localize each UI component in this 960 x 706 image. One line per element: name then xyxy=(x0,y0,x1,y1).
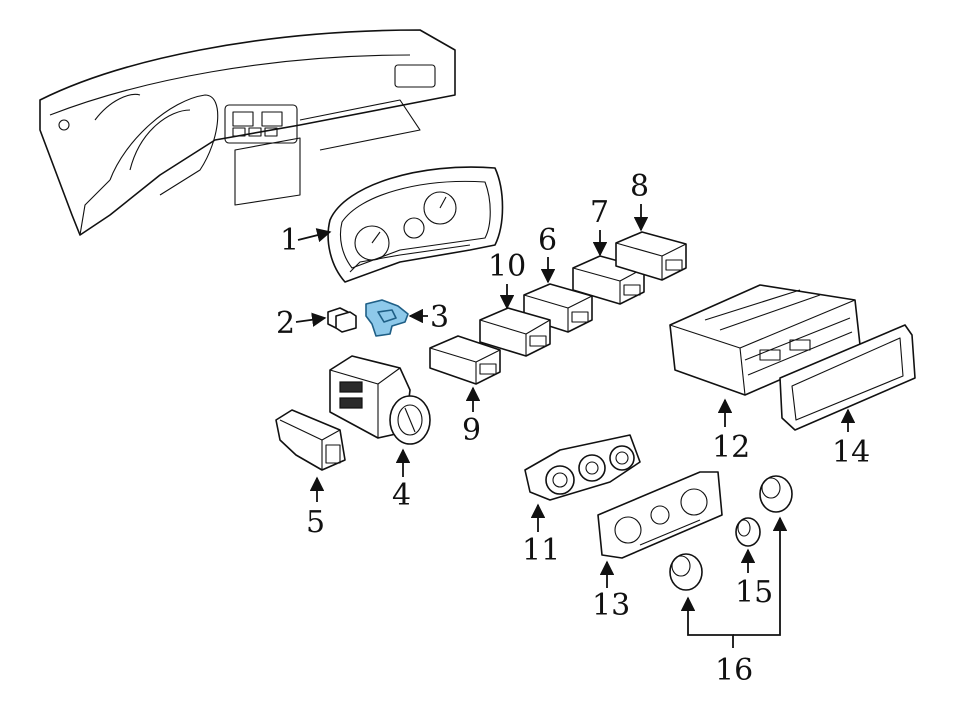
callout-12: 12 xyxy=(712,398,750,465)
callout-label-4: 4 xyxy=(392,478,411,513)
callout-14: 14 xyxy=(832,408,870,470)
callout-3: 3 xyxy=(408,300,449,335)
callout-arrow-2 xyxy=(295,312,327,327)
part-4-headlight-switch[interactable] xyxy=(329,355,431,445)
callout-label-9: 9 xyxy=(462,413,481,448)
callout-9: 9 xyxy=(462,386,481,448)
callout-8: 8 xyxy=(630,169,649,232)
dashboard-illustration xyxy=(39,29,456,236)
part-15-small-knob[interactable] xyxy=(735,517,761,547)
callout-label-2: 2 xyxy=(276,306,295,341)
callout-label-15: 15 xyxy=(735,575,773,610)
callout-10: 10 xyxy=(488,249,526,310)
callout-16: 16 xyxy=(680,516,788,688)
callout-label-13: 13 xyxy=(592,588,630,623)
callout-arrow-1 xyxy=(297,228,332,243)
part-2-connector[interactable] xyxy=(327,307,357,333)
part-11-control-panel[interactable] xyxy=(524,434,641,501)
callout-label-11: 11 xyxy=(522,533,560,568)
callout-label-5: 5 xyxy=(306,505,325,540)
callout-15: 15 xyxy=(735,548,773,610)
callout-label-7: 7 xyxy=(590,195,609,230)
callout-2: 2 xyxy=(276,306,327,341)
callout-5: 5 xyxy=(306,476,325,540)
callout-label-10: 10 xyxy=(488,249,526,284)
part-8-switch[interactable] xyxy=(615,231,687,281)
callout-4: 4 xyxy=(392,448,411,513)
callout-6: 6 xyxy=(538,223,557,284)
part-3-sensor-highlighted[interactable] xyxy=(365,299,409,337)
callout-13: 13 xyxy=(592,560,630,623)
callout-label-8: 8 xyxy=(630,169,649,204)
callout-1: 1 xyxy=(280,223,332,258)
callout-label-12: 12 xyxy=(712,430,750,465)
callout-11: 11 xyxy=(522,503,560,568)
callout-label-3: 3 xyxy=(430,300,449,335)
callout-label-16: 16 xyxy=(715,653,753,688)
callout-arrow-16a xyxy=(680,596,734,648)
callout-label-1: 1 xyxy=(280,223,299,258)
part-16-knob-right[interactable] xyxy=(759,475,793,513)
callout-arrow-16b xyxy=(733,516,788,636)
callout-label-14: 14 xyxy=(832,435,870,470)
part-16-knob-left[interactable] xyxy=(669,553,703,591)
part-5-switch-module[interactable] xyxy=(275,409,346,471)
part-13-bezel[interactable] xyxy=(597,471,723,559)
callout-7: 7 xyxy=(590,195,609,257)
callout-label-6: 6 xyxy=(538,223,557,258)
part-14-trim-frame[interactable] xyxy=(779,324,916,431)
part-9-switch[interactable] xyxy=(429,335,501,385)
part-1-instrument-cluster[interactable] xyxy=(327,166,504,283)
